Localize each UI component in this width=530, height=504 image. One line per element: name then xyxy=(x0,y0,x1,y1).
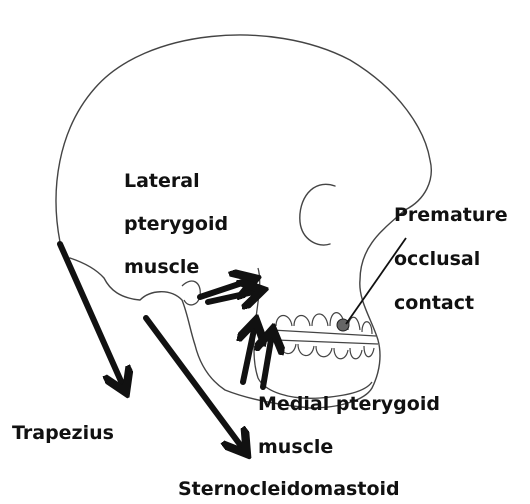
premature-contact-label-line2: occlusal xyxy=(394,250,480,269)
upper-teeth xyxy=(272,313,376,336)
orbit-outline xyxy=(300,184,335,245)
medial-pterygoid-arrow-icon-2 xyxy=(243,325,255,382)
mastoid-outline xyxy=(182,281,200,305)
medial-pterygoid-label-line2: muscle xyxy=(258,438,333,457)
premature-contact-label-line3: contact xyxy=(394,294,474,313)
lateral-pterygoid-label-line1: Lateral xyxy=(124,172,200,191)
lateral-pterygoid-label-line2: pterygoid xyxy=(124,215,228,234)
lower-teeth xyxy=(276,340,378,359)
sternocleidomastoid-arrow-icon xyxy=(146,318,244,450)
skull-outline xyxy=(56,35,431,408)
premature-contact-label-line1: Premature xyxy=(394,206,508,225)
trapezius-label: Trapezius xyxy=(12,424,114,443)
trapezius-arrow-icon xyxy=(60,244,124,388)
sternocleidomastoid-label: Sternocleidomastoid xyxy=(178,480,400,499)
medial-pterygoid-label-line1: Medial pterygoid xyxy=(258,395,440,414)
lateral-pterygoid-label-line3: muscle xyxy=(124,258,199,277)
medial-pterygoid-arrow-icon-3 xyxy=(263,334,272,387)
